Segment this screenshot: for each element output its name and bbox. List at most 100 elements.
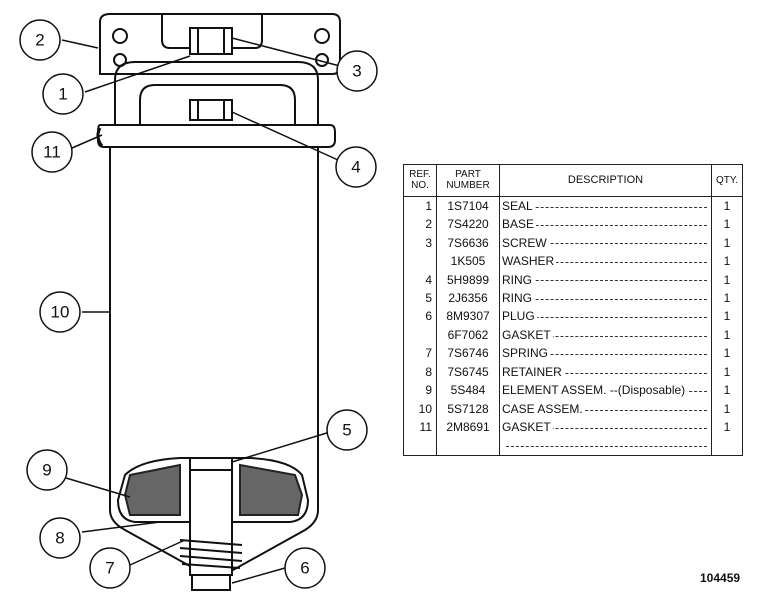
svg-text:8: 8 [55, 529, 64, 548]
description-text: WASHER [502, 254, 557, 269]
ref-no-cell: 6 [404, 307, 437, 326]
description-cell: CASE ASSEM. [500, 400, 712, 418]
drain-plug [191, 574, 231, 591]
description-cell: RING [500, 289, 712, 307]
description-text: GASKET [502, 420, 553, 435]
description-cell: GASKET [500, 326, 712, 344]
callout-11: 11 [31, 131, 73, 173]
callout-4: 4 [335, 146, 377, 188]
ring-fitting [189, 99, 233, 121]
spring [179, 539, 243, 569]
ref-no-cell: 3 [404, 233, 437, 252]
part-number-cell: 2M8691 [436, 417, 500, 437]
filter-assembly-diagram: 2 1 3 11 4 10 5 9 8 7 6 [19, 13, 378, 591]
description-cell: SEAL [500, 196, 712, 215]
part-number-cell: 6F7062 [436, 325, 500, 345]
callout-2: 2 [19, 19, 61, 61]
qty-cell: 1 [711, 214, 742, 234]
ref-no-cell: 9 [404, 381, 437, 400]
callout-1: 1 [42, 73, 84, 115]
description-text: RETAINER [502, 364, 564, 379]
description-text: ELEMENT ASSEM. --(Disposable) [502, 383, 688, 398]
qty-header: QTY. [711, 165, 742, 197]
description-text: RING [502, 272, 534, 287]
description-cell: GASKET [500, 418, 712, 436]
svg-text:10: 10 [51, 303, 70, 322]
element-media-right [239, 463, 304, 516]
ref-no-cell [404, 251, 437, 271]
part-number-cell: 5H9899 [436, 270, 500, 289]
qty-cell: 1 [711, 381, 742, 400]
callout-5: 5 [326, 409, 368, 451]
qty-cell: 1 [711, 288, 742, 308]
part-number-cell: 2J6356 [436, 288, 500, 308]
description-text: RING [502, 291, 534, 305]
part-number-cell: 7S6745 [436, 362, 500, 382]
center-tube [189, 457, 233, 576]
screw-head [189, 27, 233, 55]
description-cell: PLUG [500, 307, 712, 325]
description-text: BASE [502, 217, 537, 232]
part-number-cell: 5S7128 [436, 399, 500, 418]
description-cell: BASE [500, 215, 712, 233]
description-text: GASKET [502, 327, 553, 342]
svg-text:3: 3 [352, 62, 361, 81]
svg-text:2: 2 [35, 31, 44, 50]
qty-cell: 1 [711, 325, 742, 345]
svg-text:11: 11 [43, 143, 61, 162]
svg-text:5: 5 [342, 421, 351, 440]
description-cell: RETAINER [500, 363, 712, 381]
description-text: PLUG [502, 309, 537, 324]
svg-text:9: 9 [42, 461, 51, 480]
qty-cell: 1 [711, 399, 742, 418]
callout-9: 9 [26, 449, 68, 491]
description-cell: WASHER [500, 252, 712, 270]
mount-hole-left [112, 28, 128, 44]
description-cell: ELEMENT ASSEM. --(Disposable) [500, 381, 712, 399]
ref-no-cell: 7 [404, 344, 437, 363]
figure-number: 104459 [700, 571, 741, 585]
qty-cell: 1 [711, 362, 742, 382]
ref-no-header: REF.NO. [404, 165, 437, 197]
qty-cell: 1 [711, 417, 742, 437]
callout-8: 8 [39, 517, 81, 559]
ref-no-cell: 5 [404, 288, 437, 308]
ref-no-cell [404, 325, 437, 345]
mount-hole-right [314, 28, 330, 44]
callout-6: 6 [284, 547, 326, 589]
qty-cell: 1 [711, 196, 742, 215]
description-text: SEAL [502, 198, 535, 213]
qty-cell: 1 [711, 270, 742, 289]
ref-no-cell: 8 [404, 362, 437, 382]
part-number-cell: 8M9307 [436, 307, 500, 326]
part-number-cell: 7S6746 [436, 344, 500, 363]
description-cell: SCREW [500, 233, 712, 251]
description-text: CASE ASSEM. [502, 401, 585, 416]
part-number-cell: 1K505 [436, 251, 500, 271]
base-housing [114, 61, 319, 125]
description-text: SPRING [502, 346, 551, 361]
callout-3: 3 [336, 50, 378, 92]
description-cell: SPRING [500, 344, 712, 362]
callout-10: 10 [39, 291, 81, 333]
base-flange [97, 124, 336, 148]
svg-text:1: 1 [58, 85, 67, 104]
qty-cell: 1 [711, 344, 742, 363]
ref-no-cell: 1 [404, 196, 437, 215]
svg-text:4: 4 [351, 158, 360, 177]
description-cell: RING [500, 270, 712, 288]
